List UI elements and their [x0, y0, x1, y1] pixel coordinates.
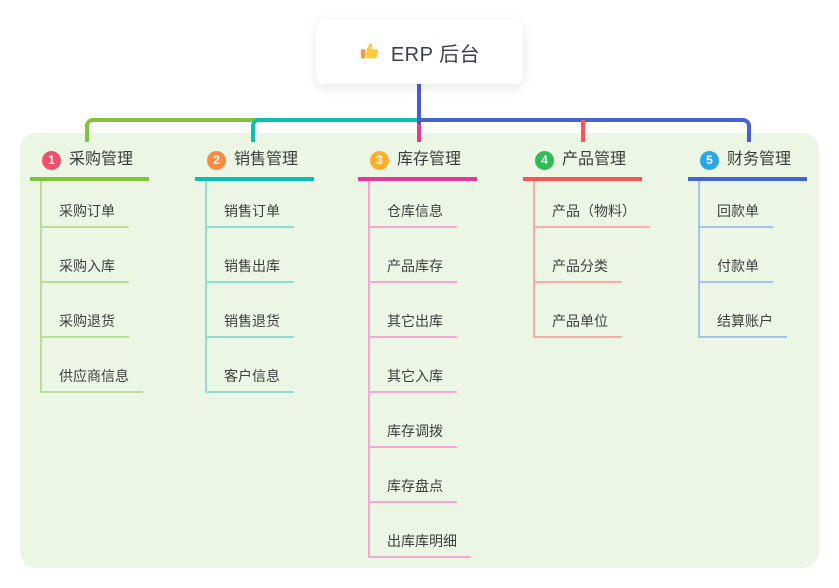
- child-label: 销售退货: [224, 313, 280, 329]
- branch-header[interactable]: 2 销售管理: [195, 147, 315, 181]
- child-node[interactable]: 采购订单: [42, 181, 129, 228]
- branch-column: 1 采购管理 采购订单采购入库采购退货供应商信息: [30, 147, 150, 393]
- branch-column: 4 产品管理 产品（物料） 产品分类产品单位: [523, 147, 650, 338]
- branch-number-badge: 3: [370, 150, 389, 170]
- branch-column: 3 库存管理 仓库信息产品库存其它出库其它入库库存调拨库存盘点出库库明细: [358, 147, 478, 558]
- branch-column: 2 销售管理 销售订单销售出库销售退货客户信息: [195, 147, 315, 393]
- child-node[interactable]: 客户信息: [207, 338, 294, 393]
- child-node[interactable]: 产品分类: [535, 228, 622, 283]
- child-node[interactable]: 结算账户: [700, 283, 787, 338]
- child-node[interactable]: 供应商信息: [42, 338, 143, 393]
- child-label: 回款单: [717, 203, 759, 219]
- child-node[interactable]: 产品（物料）: [535, 181, 650, 228]
- connector-root: [417, 84, 421, 124]
- connector-branch-3: [417, 120, 421, 142]
- child-label: 供应商信息: [59, 368, 129, 384]
- branch-number-badge: 2: [207, 150, 226, 170]
- branch-children: 产品（物料） 产品分类产品单位: [533, 181, 650, 338]
- child-label: 采购退货: [59, 313, 115, 329]
- child-node[interactable]: 仓库信息: [370, 181, 457, 228]
- child-node[interactable]: 产品库存: [370, 228, 457, 283]
- child-node[interactable]: 销售退货: [207, 283, 294, 338]
- child-label: 产品单位: [552, 313, 608, 329]
- child-label: 仓库信息: [387, 203, 443, 219]
- child-label: 采购订单: [59, 203, 115, 219]
- child-label: 库存调拨: [387, 423, 443, 439]
- branch-children: 采购订单采购入库采购退货供应商信息: [40, 181, 143, 393]
- connector-branch-2: [251, 118, 421, 142]
- child-node[interactable]: 采购入库: [42, 228, 129, 283]
- child-label: 库存盘点: [387, 478, 443, 494]
- branch-column: 5 财务管理 回款单付款单结算账户: [688, 147, 808, 338]
- child-label: 结算账户: [717, 313, 773, 329]
- child-label: 出库库明细: [387, 533, 457, 549]
- connector-branch-4: [581, 120, 585, 142]
- child-node[interactable]: 库存盘点: [370, 448, 457, 503]
- child-label: 采购入库: [59, 258, 115, 274]
- child-label: 其它入库: [387, 368, 443, 384]
- child-label: 付款单: [717, 258, 759, 274]
- branch-children: 销售订单销售出库销售退货客户信息: [205, 181, 294, 393]
- branch-number-badge: 4: [535, 150, 554, 170]
- child-label: 产品分类: [552, 258, 608, 274]
- branch-header[interactable]: 4 产品管理: [523, 147, 643, 181]
- child-node[interactable]: 其它出库: [370, 283, 457, 338]
- branches-panel: [20, 133, 819, 568]
- child-node[interactable]: 产品单位: [535, 283, 622, 338]
- child-node[interactable]: 库存调拨: [370, 393, 457, 448]
- child-label: 产品（物料）: [552, 203, 636, 219]
- branch-label: 销售管理: [234, 151, 299, 168]
- child-label: 产品库存: [387, 258, 443, 274]
- branch-label: 财务管理: [727, 151, 792, 168]
- child-label: 其它出库: [387, 313, 443, 329]
- branch-label: 库存管理: [397, 151, 462, 168]
- thumbs-up-icon: [359, 41, 381, 63]
- branch-header[interactable]: 3 库存管理: [358, 147, 478, 181]
- child-node[interactable]: 采购退货: [42, 283, 129, 338]
- root-title: ERP 后台: [390, 43, 481, 66]
- child-node[interactable]: 回款单: [700, 181, 773, 228]
- branch-header[interactable]: 1 采购管理: [30, 147, 150, 181]
- child-node[interactable]: 销售订单: [207, 181, 294, 228]
- branch-label: 产品管理: [562, 151, 627, 168]
- child-label: 销售订单: [224, 203, 280, 219]
- branch-number-badge: 5: [700, 150, 719, 170]
- branch-number-badge: 1: [42, 150, 61, 170]
- child-node[interactable]: 销售出库: [207, 228, 294, 283]
- child-node[interactable]: 其它入库: [370, 338, 457, 393]
- child-node[interactable]: 付款单: [700, 228, 773, 283]
- child-label: 客户信息: [224, 368, 280, 384]
- root-node[interactable]: ERP 后台: [316, 20, 523, 84]
- branch-children: 回款单付款单结算账户: [698, 181, 787, 338]
- branch-header[interactable]: 5 财务管理: [688, 147, 808, 181]
- branch-children: 仓库信息产品库存其它出库其它入库库存调拨库存盘点出库库明细: [368, 181, 471, 558]
- child-node[interactable]: 出库库明细: [370, 503, 471, 558]
- child-label: 销售出库: [224, 258, 280, 274]
- branch-label: 采购管理: [69, 151, 134, 168]
